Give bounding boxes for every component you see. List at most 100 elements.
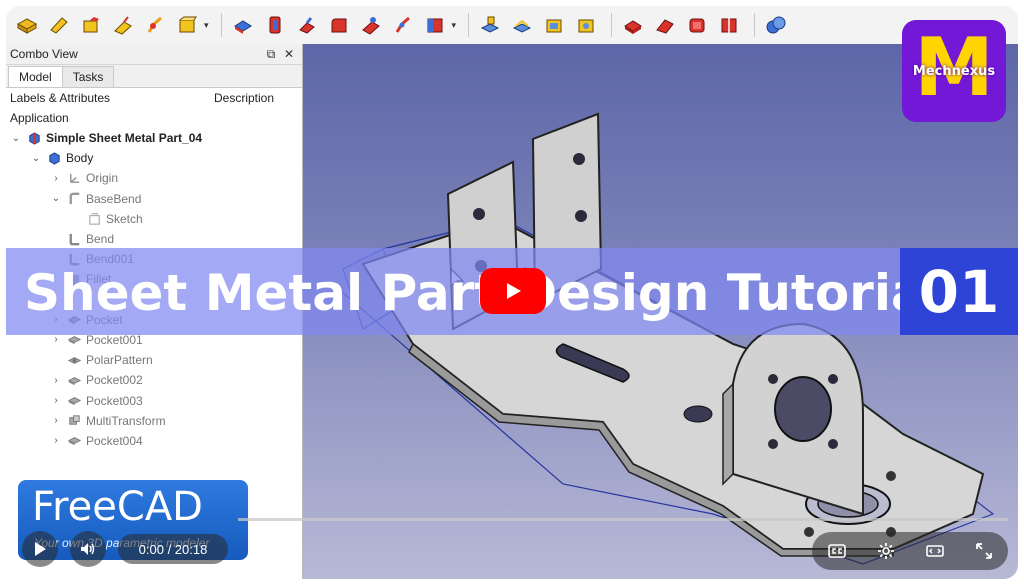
progress-bar[interactable]	[238, 518, 1008, 521]
toolbar-separator	[611, 13, 613, 37]
unfold-tool-icon[interactable]	[422, 12, 448, 38]
relief-icon[interactable]	[142, 12, 168, 38]
pocket-icon	[66, 332, 82, 348]
collapse-arrow-icon[interactable]: ⌄	[51, 193, 61, 205]
channel-name: Mechnexus	[912, 64, 996, 79]
sketch-icon	[86, 211, 102, 227]
multitransform-icon	[66, 413, 82, 429]
toolbar-separator	[754, 13, 756, 37]
tree-item-label: Origin	[86, 171, 119, 186]
logo-letter: M	[914, 21, 994, 114]
time-text: 0:00 / 20:18	[138, 541, 208, 557]
tree-item[interactable]: ⌄ BaseBend	[6, 189, 302, 209]
combo-tabs: Model Tasks	[6, 65, 302, 88]
cut-icon[interactable]	[620, 12, 646, 38]
thickness-icon[interactable]	[684, 12, 710, 38]
tree-item-label: Pocket003	[86, 393, 143, 408]
pocket-icon	[66, 393, 82, 409]
extrude-icon[interactable]	[477, 12, 503, 38]
tree-item[interactable]: Sketch	[6, 209, 302, 229]
pocket-icon	[66, 433, 82, 449]
dropdown-arrow-icon[interactable]: ▾	[204, 19, 209, 30]
toolbar-separator	[220, 13, 222, 37]
mirror-icon[interactable]	[716, 12, 742, 38]
make-solid-icon[interactable]	[573, 12, 599, 38]
expand-arrow-icon[interactable]: ›	[54, 374, 58, 386]
boolean-icon[interactable]	[763, 12, 789, 38]
theater-mode-icon[interactable]	[925, 541, 945, 561]
play-icon	[507, 283, 521, 299]
chamfer-icon[interactable]	[652, 12, 678, 38]
expand-arrow-icon[interactable]: ›	[54, 334, 58, 346]
add-base-icon[interactable]	[14, 12, 40, 38]
dropdown-arrow-icon[interactable]: ▾	[451, 19, 457, 30]
tree-item-label: Pocket001	[86, 332, 143, 347]
tree-item[interactable]: ⌄ Simple Sheet Metal Part_04	[6, 128, 302, 148]
fold-icon[interactable]	[110, 12, 136, 38]
tree-item[interactable]: ›Pocket002	[6, 370, 302, 390]
origin-icon	[66, 170, 82, 186]
body-icon	[46, 150, 62, 166]
column-description[interactable]: Description	[214, 91, 275, 105]
volume-button[interactable]	[70, 531, 106, 567]
junction-icon[interactable]	[294, 12, 320, 38]
sketch-bend-icon[interactable]	[262, 12, 288, 38]
tree-item[interactable]: Bend	[6, 229, 302, 249]
float-panel-icon[interactable]: ⧉	[266, 46, 276, 61]
part-icon	[26, 130, 42, 146]
time-display: 0:00 / 20:18	[118, 534, 228, 564]
expand-arrow-icon[interactable]: ›	[54, 172, 58, 184]
tab-tasks[interactable]: Tasks	[61, 66, 115, 87]
sheetmetal-toolbar: ▾ ▾	[6, 6, 1018, 44]
toolbar-separator	[468, 13, 470, 37]
tree-item-label: Pocket004	[86, 433, 143, 448]
tree-item-label: PolarPattern	[86, 353, 153, 368]
tree-item[interactable]: › Pocket001	[6, 330, 302, 350]
tree-item-label: Simple Sheet Metal Part_04	[46, 131, 203, 146]
collapse-arrow-icon[interactable]: ⌄	[11, 132, 21, 144]
tab-model[interactable]: Model	[8, 66, 63, 87]
tree-item[interactable]: ›MultiTransform	[6, 411, 302, 431]
tree-item[interactable]: › Pocket003	[6, 390, 302, 410]
bend-icon	[66, 231, 82, 247]
polar-pattern-icon	[66, 352, 82, 368]
corner-icon[interactable]	[174, 12, 200, 38]
tree-item-label: Body	[66, 151, 94, 166]
close-panel-icon[interactable]: ✕	[283, 47, 295, 61]
play-icon	[35, 542, 46, 556]
tree-item[interactable]: › Pocket004	[6, 431, 302, 451]
expand-arrow-icon[interactable]: ›	[54, 435, 58, 447]
episode-number: 01	[918, 257, 1000, 326]
settings-icon[interactable]	[876, 541, 896, 561]
play-video-button[interactable]	[480, 268, 546, 314]
expand-arrow-icon[interactable]: ›	[54, 415, 58, 427]
player-controls-right	[812, 532, 1008, 570]
video-frame[interactable]: ▾ ▾ Combo View ⧉ ✕ Model Tasks	[6, 6, 1018, 579]
add-corner-icon[interactable]	[541, 12, 567, 38]
add-wall-icon[interactable]	[46, 12, 72, 38]
combo-view-header: Combo View ⧉ ✕	[6, 44, 302, 65]
fullscreen-icon[interactable]	[974, 541, 994, 561]
unfold-icon[interactable]	[230, 12, 256, 38]
expand-arrow-icon[interactable]: ›	[54, 395, 58, 407]
extend-face-icon[interactable]	[78, 12, 104, 38]
column-labels[interactable]: Labels & Attributes	[10, 91, 111, 105]
base-feature-icon[interactable]	[390, 12, 416, 38]
sketch-on-sheet-icon[interactable]	[509, 12, 535, 38]
episode-badge: 01	[900, 248, 1018, 335]
tree-column-header: Labels & Attributes Description	[6, 88, 302, 108]
tree-item[interactable]: › Origin	[6, 168, 302, 188]
bend-icon[interactable]	[326, 12, 352, 38]
tree-item[interactable]: PolarPattern	[6, 350, 302, 370]
pocket-icon	[66, 372, 82, 388]
tree-item[interactable]: ⌄ Body	[6, 148, 302, 168]
channel-logo: M Mechnexus	[902, 20, 1006, 122]
play-button[interactable]	[22, 531, 58, 567]
form-icon[interactable]	[358, 12, 384, 38]
captions-icon[interactable]	[827, 541, 847, 561]
volume-icon	[81, 543, 95, 555]
collapse-arrow-icon[interactable]: ⌄	[31, 152, 41, 164]
tree-item-label: BaseBend	[86, 191, 142, 206]
combo-view-title: Combo View	[10, 47, 78, 61]
tree-item-label: Bend	[86, 232, 115, 247]
